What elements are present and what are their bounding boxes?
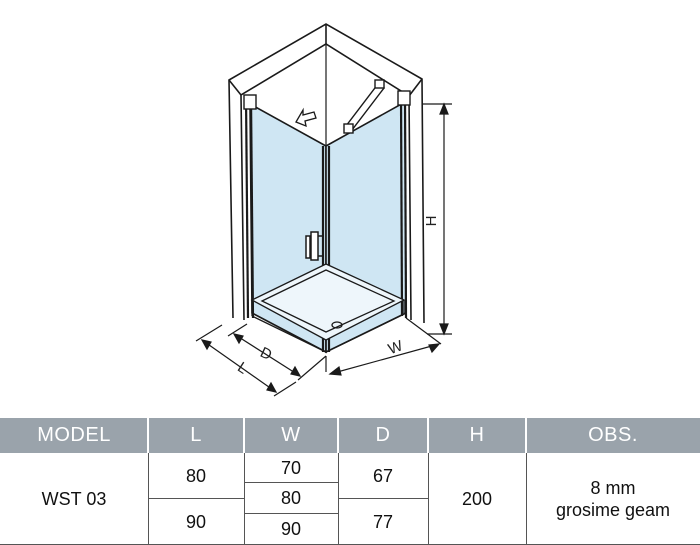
model-value: WST 03 <box>41 488 107 509</box>
grid-line <box>338 453 339 545</box>
width-dimension <box>325 317 442 376</box>
w-value: 90 <box>280 519 302 539</box>
header-obs: OBS. <box>526 418 700 453</box>
header-w: W <box>244 418 338 453</box>
w-value: 80 <box>280 488 302 508</box>
header-divider <box>243 418 245 453</box>
grid-line <box>526 453 527 545</box>
depth-dimension <box>227 323 327 381</box>
left-top-hinge <box>243 94 257 110</box>
opening-arrow-icon <box>295 107 317 128</box>
grid-line <box>148 453 149 545</box>
grid-line <box>338 498 428 499</box>
header-divider <box>525 418 527 453</box>
header-h: H <box>428 418 526 453</box>
height-dimension <box>423 102 452 336</box>
grid-line <box>148 498 244 499</box>
header-divider <box>427 418 429 453</box>
obs-value: 8 mm grosime geam <box>526 453 700 544</box>
grid-line <box>244 453 245 545</box>
door-handle-icon <box>305 231 323 261</box>
l-value: 90 <box>185 511 207 532</box>
grid-line <box>428 453 429 545</box>
height-label: H <box>423 216 440 227</box>
length-label: L <box>234 359 250 378</box>
shower-enclosure-drawing: H W D L <box>195 23 452 397</box>
width-label: W <box>386 337 406 358</box>
grid-line <box>244 513 338 514</box>
w-value: 70 <box>280 457 302 478</box>
header-d: D <box>338 418 428 453</box>
shower-tray <box>250 263 406 353</box>
header-divider <box>147 418 149 453</box>
depth-label: D <box>257 344 274 364</box>
d-value: 77 <box>372 511 394 532</box>
obs-line-1: 8 mm <box>590 477 636 498</box>
spec-table: MODEL L W D H OBS. WST 03 80 90 70 80 90… <box>0 418 700 545</box>
obs-line-2: grosime geam <box>555 499 671 520</box>
length-dimension <box>195 324 297 397</box>
right-top-hinge <box>397 90 411 106</box>
grid-line <box>244 482 338 483</box>
header-model: MODEL <box>0 418 148 453</box>
support-bar <box>343 79 386 134</box>
h-value: 200 <box>461 488 493 509</box>
header-l: L <box>148 418 244 453</box>
l-value: 80 <box>185 465 207 486</box>
d-value: 67 <box>372 465 394 486</box>
header-divider <box>337 418 339 453</box>
